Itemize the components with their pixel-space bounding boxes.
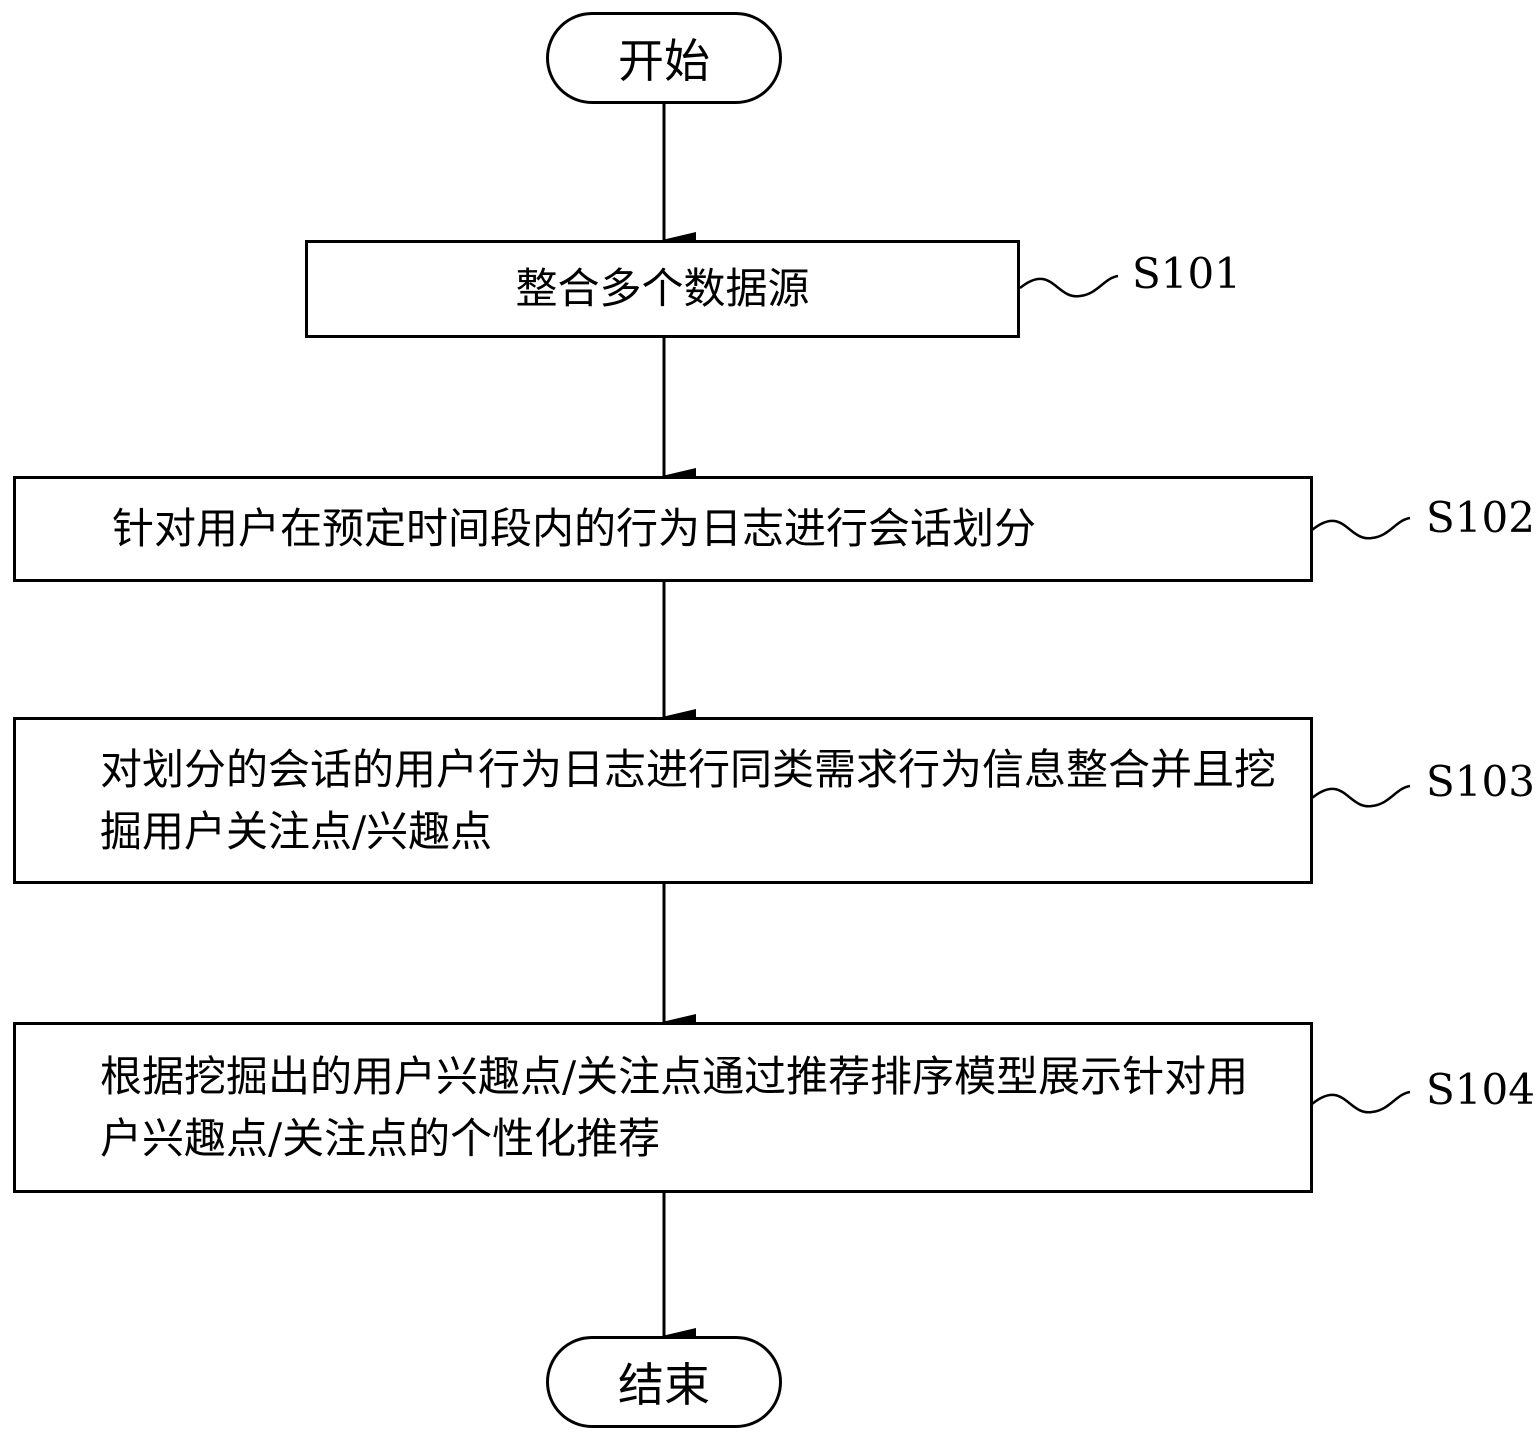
step-box-s103: 对划分的会话的用户行为日志进行同类需求行为信息整合并且挖掘用户关注点/兴趣点 xyxy=(13,717,1313,884)
step-box-s102: 针对用户在预定时间段内的行为日志进行会话划分 xyxy=(13,476,1313,582)
end-label: 结束 xyxy=(618,1349,710,1415)
step-text-s103: 对划分的会话的用户行为日志进行同类需求行为信息整合并且挖掘用户关注点/兴趣点 xyxy=(16,739,1310,863)
step-label-s103: S103 xyxy=(1426,758,1535,806)
leader-s104 xyxy=(1312,1092,1410,1112)
step-text-s101: 整合多个数据源 xyxy=(515,258,809,320)
step-text-s102: 针对用户在预定时间段内的行为日志进行会话划分 xyxy=(16,498,1056,560)
start-terminal: 开始 xyxy=(546,12,782,104)
leader-s102 xyxy=(1312,518,1410,538)
leader-s101 xyxy=(1020,276,1118,296)
step-label-s102: S102 xyxy=(1426,494,1535,542)
leader-s103 xyxy=(1312,786,1410,806)
step-text-s104: 根据挖掘出的用户兴趣点/关注点通过推荐排序模型展示针对用户兴趣点/关注点的个性化… xyxy=(16,1046,1310,1170)
step-label-s104: S104 xyxy=(1426,1066,1535,1114)
step-label-s101: S101 xyxy=(1132,250,1241,298)
start-label: 开始 xyxy=(618,25,710,91)
end-terminal: 结束 xyxy=(546,1336,782,1428)
step-box-s101: 整合多个数据源 xyxy=(305,240,1020,338)
step-box-s104: 根据挖掘出的用户兴趣点/关注点通过推荐排序模型展示针对用户兴趣点/关注点的个性化… xyxy=(13,1022,1313,1193)
